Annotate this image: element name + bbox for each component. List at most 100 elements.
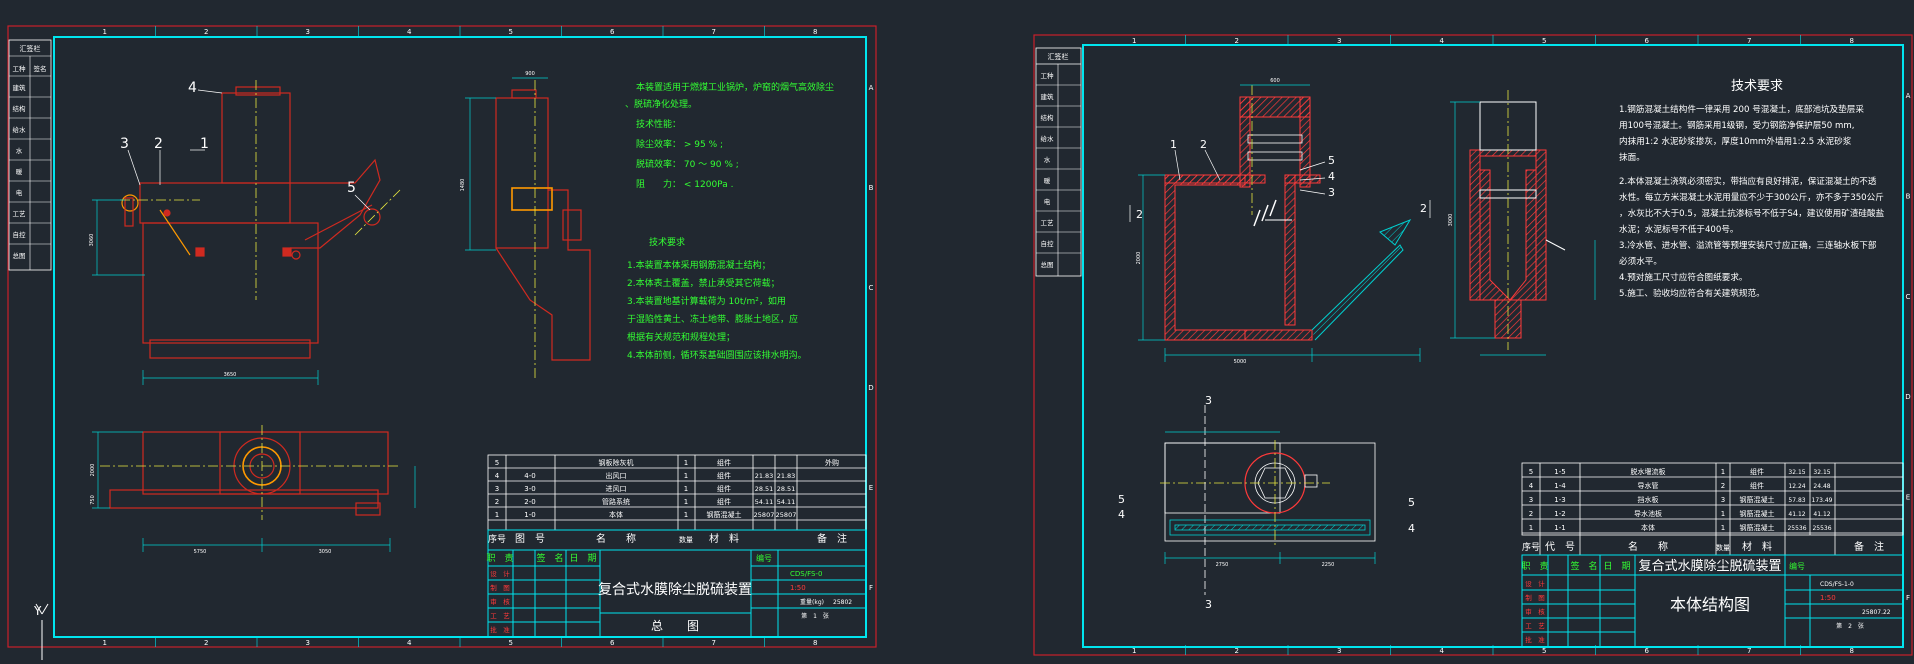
bom2-row-3-name: 导水池板 <box>1634 509 1662 518</box>
bom2-row-1-qty: 2 <box>1721 482 1725 490</box>
bom2-row-1-code: 1-4 <box>1554 482 1566 490</box>
ucs-label: Y <box>33 604 42 618</box>
bom2-row-0-w2: 32.15 <box>1813 469 1830 476</box>
sheet-2-side-dims <box>1450 101 1596 356</box>
tb2-role-3: 工 艺 <box>1525 622 1545 630</box>
tech2-req-line-7: 水泥；水泥标号不低于400号。 <box>1619 223 1739 235</box>
bom2-row-1-w2: 24.48 <box>1813 483 1830 490</box>
zone-number-top-5: 5 <box>1542 37 1546 45</box>
tb2-weight: 25807.22 <box>1862 609 1891 616</box>
sheet-2-title-block <box>1521 554 1904 648</box>
s2-section-4-right: 4 <box>1408 522 1415 535</box>
revision2-row-9: 总图 <box>1041 260 1054 269</box>
bom2-row-3-no: 2 <box>1529 510 1533 518</box>
bom2-row-3-w2: 41.12 <box>1813 511 1830 518</box>
bom-row-3-w2: 54.11 <box>777 498 796 506</box>
callout-1: 1 <box>200 136 209 152</box>
zone-letter-E: E <box>1906 494 1910 502</box>
zone-letter-B: B <box>869 184 874 192</box>
tb2-head-duty: 职 责 <box>1521 560 1548 572</box>
tech-req-line-2: 3.本装置地基计算载荷为 10t/m²，如用 <box>627 295 786 307</box>
sheet-2-leaders <box>1129 149 1431 222</box>
bom-h-remark: 备 注 <box>817 532 847 545</box>
callout-2: 2 <box>154 136 163 152</box>
revision-col-trade: 工种 <box>13 64 27 73</box>
revision2-row-5: 暖 <box>1044 177 1051 185</box>
bom-row-1-w2: 21.83 <box>777 472 796 480</box>
sheet-1-bom-table <box>487 454 867 531</box>
revision-row-7: 自控 <box>13 230 27 239</box>
s2-callout-5: 5 <box>1328 154 1335 167</box>
dim2-plan-left: 2750 <box>1216 562 1229 568</box>
bom2-row-4-qty: 1 <box>1721 524 1725 532</box>
sheet-2-section-dims <box>1138 84 1421 362</box>
sheet-2-outer-border <box>1033 34 1913 656</box>
zone-number-top-6: 6 <box>1645 37 1650 45</box>
bom-row-2-name: 进风口 <box>606 485 627 493</box>
bom2-row-1-w1: 12.24 <box>1788 483 1805 490</box>
bom2-row-0-no: 5 <box>1529 468 1533 476</box>
bom2-row-2-w2: 173.49 <box>1812 497 1833 504</box>
tech2-req-line-8: 3.冷水管、进水管、溢流管等预埋安装尺寸应正确，三连轴水板下部 <box>1619 239 1877 251</box>
notes-intro-1: 本装置适用于燃煤工业锅炉，炉窑的烟气高效除尘 <box>636 81 834 93</box>
sheet-1-inner-frame <box>53 36 867 638</box>
zone-number-top-8: 8 <box>1850 37 1854 45</box>
revision2-row-0: 工种 <box>1041 71 1055 80</box>
bom2-h-code: 代 号 <box>1545 541 1575 553</box>
zone-letter-D: D <box>868 384 873 392</box>
performance-1: 除尘效率： > 95 % ; <box>636 138 723 150</box>
s2-callout-3: 3 <box>1328 186 1335 199</box>
zone-letter-A: A <box>869 84 874 92</box>
bom-row-4-name: 本体 <box>609 510 623 519</box>
performance-2: 脱硫效率： 70 ～ 90 % ; <box>636 158 739 170</box>
s2-tech-title: 技术要求 <box>1731 79 1783 94</box>
zone-number-top-1: 1 <box>103 28 107 36</box>
sheet-2-callouts: 1 2 5 4 3 2 2 3 3 4 4 5 5 <box>1118 138 1427 611</box>
sheet-2-notes: 技术要求 1.钢筋混凝土结构件一律采用 200 号混凝土，底部池坑及垫层采用10… <box>1619 79 1885 299</box>
bom-row-0-no: 5 <box>495 459 499 467</box>
dim-plan-right: 3050 <box>319 549 332 555</box>
revision2-row-1: 建筑 <box>1041 92 1055 101</box>
tb2-code-label: 编号 <box>1789 561 1805 571</box>
tb2-sub-title: 本体结构图 <box>1670 595 1750 614</box>
sheet-1-plan-dims <box>92 431 416 552</box>
sheet-2-inner-frame <box>1082 44 1904 648</box>
tech2-req-line-2: 内抹用1:2 水泥砂浆掺灰，厚度10mm外墙用1:2.5 水泥砂浆 <box>1619 135 1852 147</box>
bom2-row-4-material: 钢筋混凝土 <box>1740 523 1775 532</box>
tb1-role-2: 审 核 <box>490 597 510 606</box>
tech2-req-line-9: 必须水平。 <box>1619 255 1662 267</box>
zone-letter-D: D <box>1905 393 1910 401</box>
revision-row-4: 暖 <box>16 168 23 176</box>
tb2-scale: 1:50 <box>1820 594 1836 602</box>
zone-number-bottom-7: 7 <box>1747 647 1751 655</box>
sheet-1-bom-header: 序号 图 号 名 称 数量 材 料 备 注 <box>488 532 847 545</box>
bom2-h-qty: 数量 <box>1716 543 1730 552</box>
sheet-2-plan-dims <box>1164 431 1376 564</box>
revision-header: 汇签栏 <box>20 44 41 53</box>
bom2-row-0-name: 脱水堰流板 <box>1631 467 1666 476</box>
bom2-row-2-material: 钢筋混凝土 <box>1740 495 1775 504</box>
s2-callout-1: 1 <box>1170 138 1177 151</box>
dim-plan-left: 5750 <box>194 549 207 555</box>
tb1-role-1: 制 图 <box>490 583 510 592</box>
bom2-row-1-material: 组件 <box>1750 481 1764 490</box>
zone-number-bottom-5: 5 <box>509 639 513 647</box>
bom-row-2-material: 组件 <box>717 484 731 493</box>
revision-col-sign: 签名 <box>34 64 47 73</box>
bom-row-0-remark: 外购 <box>825 458 839 467</box>
sheet-1-side-view <box>495 80 591 380</box>
bom-row-3-name: 管路系统 <box>602 497 630 506</box>
tb1-role-0: 设 计 <box>490 569 510 578</box>
sheet-1-callouts: 4 3 2 1 5 <box>120 80 371 211</box>
zone-number-bottom-1: 1 <box>1132 647 1136 655</box>
tb1-drawing-title: 复合式水膜除尘脱硫装置 <box>598 581 752 598</box>
performance-3: 阻 力： < 1200Pa . <box>636 178 733 190</box>
zone-number-bottom-6: 6 <box>1645 647 1650 655</box>
